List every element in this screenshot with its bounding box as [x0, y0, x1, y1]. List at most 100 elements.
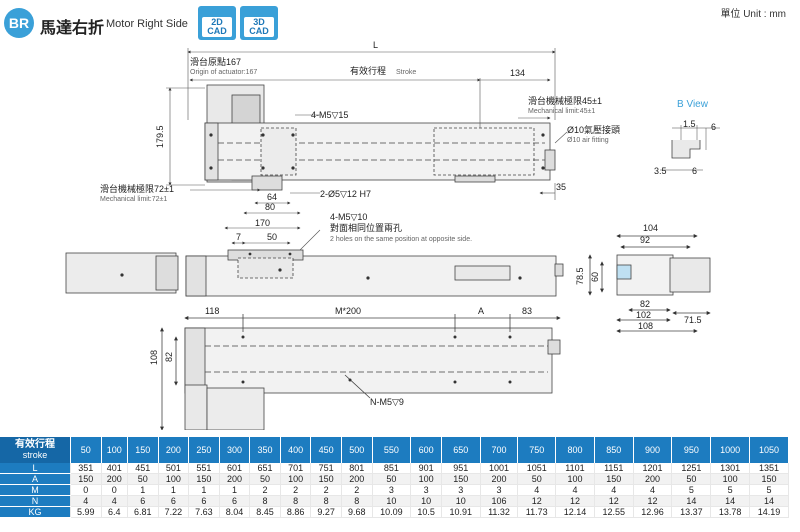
dim-A: A	[478, 306, 484, 316]
stroke-header-cell: 400	[280, 437, 312, 463]
table-cell: 100	[555, 473, 595, 485]
table-cell: 50	[517, 473, 557, 485]
table-cell: 150	[441, 473, 481, 485]
table-cell: 6.4	[101, 506, 129, 518]
table-cell: 9.27	[310, 506, 342, 518]
table-cell: 7.63	[188, 506, 220, 518]
stroke-en: Stroke	[396, 69, 416, 76]
top-view-labels: L 滑台原點167 Origin of actuator:167 有效行程 St…	[100, 40, 620, 228]
table-cell: 651	[249, 463, 281, 474]
table-cell: 8.04	[219, 506, 251, 518]
table-cell: 2	[310, 484, 342, 496]
table-cell: 14	[710, 495, 751, 507]
table-cell: 8.45	[249, 506, 281, 518]
table-cell: 501	[158, 463, 190, 474]
dim-80: 80	[265, 202, 275, 212]
table-cell: 106	[480, 495, 519, 507]
mech45-en: Mechanical limit:45±1	[528, 108, 595, 115]
table-cell: 10	[410, 495, 442, 507]
header-stroke-cn: 有效行程	[15, 439, 55, 450]
table-cell: 5	[671, 484, 712, 496]
table-cell: 1201	[633, 463, 673, 474]
table-cell: 401	[101, 463, 129, 474]
same-holes-cn: 對面相同位置兩孔	[330, 222, 402, 233]
table-cell: 50	[249, 473, 281, 485]
dim-m200: M*200	[335, 306, 361, 316]
dim-83: 83	[522, 306, 532, 316]
table-cell: 13.78	[710, 506, 751, 518]
table-cell: 4	[101, 495, 129, 507]
table-cell: 6	[188, 495, 220, 507]
stroke-header-cell: 50	[70, 437, 102, 463]
table-cell: 1151	[594, 463, 634, 474]
dim-64: 64	[267, 192, 277, 202]
dim-108-left: 108	[149, 350, 159, 365]
cad-2d-label: 2D	[211, 17, 223, 27]
table-cell: 3	[372, 484, 412, 496]
note-m5-10: 4-M5▽10	[330, 212, 367, 222]
stroke-header-cell: 900	[633, 437, 673, 463]
table-cell: 14.19	[749, 506, 789, 518]
table-cell: 11.32	[480, 506, 519, 518]
table-cell: 200	[480, 473, 519, 485]
stroke-header-cell: 600	[410, 437, 442, 463]
same-holes-en: 2 holes on the same position at opposite…	[330, 236, 472, 243]
technical-drawing: L 滑台原點167 Origin of actuator:167 有效行程 St…	[65, 40, 720, 430]
row-label: M	[0, 484, 71, 496]
table-cell: 12	[517, 495, 557, 507]
mech72-cn: 滑台機械極限72±1	[100, 183, 174, 194]
dim-92: 92	[640, 235, 650, 245]
dim-1-5: 1.5	[683, 119, 696, 129]
dim-108-right: 108	[638, 321, 653, 331]
table-cell: 8.86	[280, 506, 312, 518]
table-cell: 1051	[517, 463, 557, 474]
header-stroke-cell: 有效行程 stroke	[0, 437, 71, 463]
table-cell: 200	[101, 473, 129, 485]
table-cell: 8	[341, 495, 373, 507]
table-cell: 551	[188, 463, 220, 474]
table-cell: 0	[70, 484, 102, 496]
table-cell: 100	[710, 473, 751, 485]
table-cell: 601	[219, 463, 251, 474]
table-cell: 13.37	[671, 506, 712, 518]
table-cell: 8	[280, 495, 312, 507]
stroke-header-cell: 300	[219, 437, 251, 463]
dim-134: 134	[510, 68, 525, 78]
table-cell: 100	[410, 473, 442, 485]
dim-71-5: 71.5	[684, 315, 702, 325]
stroke-header-cell: 700	[480, 437, 519, 463]
row-label: N	[0, 495, 71, 507]
table-cell: 100	[158, 473, 190, 485]
table-cell: 50	[671, 473, 712, 485]
mech45-cn: 滑台機械極限45±1	[528, 95, 602, 106]
table-cell: 2	[341, 484, 373, 496]
table-cell: 150	[188, 473, 220, 485]
table-cell: 0	[101, 484, 129, 496]
end-view	[588, 234, 711, 333]
table-cell: 6	[219, 495, 251, 507]
origin-en: Origin of actuator:167	[190, 69, 257, 76]
table-cell: 200	[341, 473, 373, 485]
stroke-header-cell: 100	[101, 437, 129, 463]
b-view	[660, 125, 720, 171]
dim-78-5: 78.5	[575, 267, 585, 285]
table-cell: 3	[441, 484, 481, 496]
table-cell: 200	[633, 473, 673, 485]
table-cell: 6.81	[127, 506, 159, 518]
stroke-header-cell: 1000	[710, 437, 751, 463]
stroke-cn: 有效行程	[350, 65, 386, 76]
cad-3d-sub: CAD	[249, 26, 269, 36]
dim-104: 104	[643, 223, 658, 233]
actuator-body	[204, 122, 551, 181]
table-cell: 1	[219, 484, 251, 496]
dim-170: 170	[255, 218, 270, 228]
table-cell: 4	[633, 484, 673, 496]
row-label: L	[0, 463, 71, 474]
